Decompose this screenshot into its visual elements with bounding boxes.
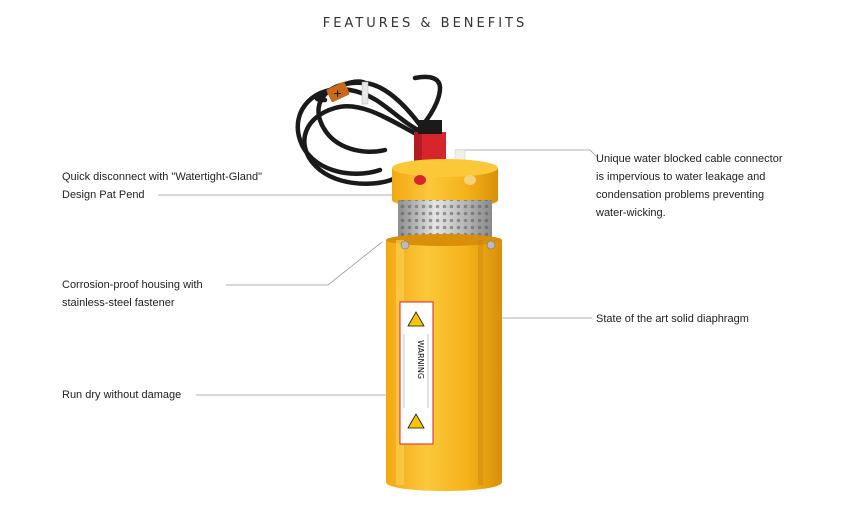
callout-cable-connector: Unique water blocked cable connector is … (596, 150, 783, 222)
stainless-mesh (398, 200, 492, 240)
callout-quick-disconnect: Quick disconnect with "Watertight-Gland"… (62, 168, 262, 204)
callout-diaphragm: State of the art solid diaphragm (596, 310, 749, 328)
callout-line: is impervious to water leakage and (596, 171, 766, 183)
leader-line-cable-connector (455, 149, 599, 159)
callout-line: State of the art solid diaphragm (596, 313, 749, 325)
callout-line: stainless-steel fastener (62, 297, 175, 309)
warning-label-text: WARNING (416, 340, 425, 379)
callout-line: Run dry without damage (62, 389, 182, 401)
callout-line: Corrosion-proof housing with (62, 279, 203, 291)
callout-line: Quick disconnect with "Watertight-Gland" (62, 171, 262, 183)
callout-line: Design Pat Pend (62, 189, 145, 201)
callout-line: water-wicking. (596, 207, 666, 219)
callout-line: Unique water blocked cable connector (596, 153, 783, 165)
callout-corrosion-proof: Corrosion-proof housing with stainless-s… (62, 276, 203, 312)
callout-line: condensation problems preventing (596, 189, 765, 201)
warning-label: WARNING (399, 301, 434, 445)
callout-run-dry: Run dry without damage (62, 386, 181, 404)
cable-tag-label: + (333, 87, 342, 100)
zip-tie (361, 81, 369, 105)
leader-line-corrosion-proof (226, 241, 383, 286)
top-cap (392, 159, 498, 208)
cable-tag: + (326, 82, 350, 102)
page-title: FEATURES & BENEFITS (322, 16, 528, 31)
